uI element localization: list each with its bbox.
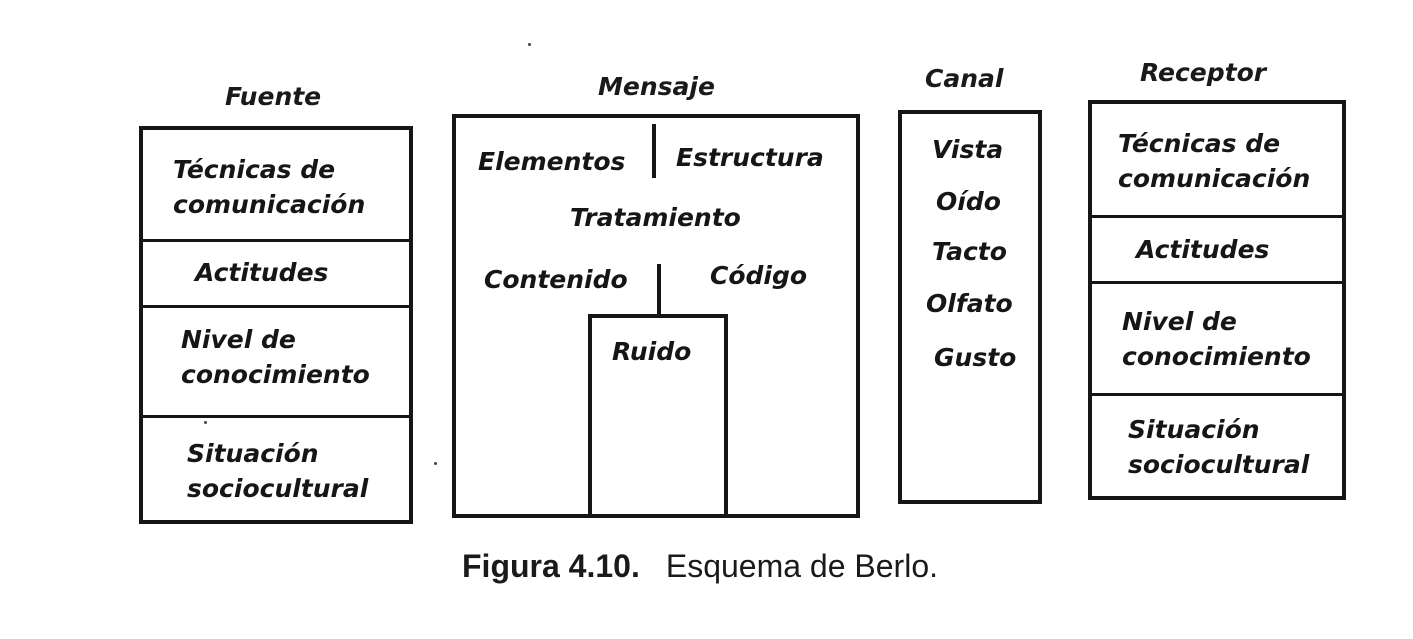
receptor-tecnicas-line2: comunicación: [1118, 164, 1311, 193]
fuente-cell-situacion: Situación sociocultural: [143, 418, 409, 524]
receptor-nivel-line1: Nivel de: [1122, 307, 1237, 336]
mensaje-box: Elementos Estructura Tratamiento Conteni…: [452, 114, 860, 518]
fuente-tecnicas-line1: Técnicas de: [173, 155, 336, 184]
mensaje-contenido: Contenido: [484, 265, 628, 294]
ruido-box: Ruido: [588, 314, 728, 518]
mensaje-title: Mensaje: [598, 72, 715, 101]
fuente-nivel-line1: Nivel de: [181, 325, 296, 354]
canal-title: Canal: [925, 64, 1004, 93]
receptor-actitudes-text: Actitudes: [1136, 235, 1270, 264]
figure-caption: Figura 4.10. Esquema de Berlo.: [462, 548, 938, 585]
receptor-cell-nivel: Nivel de conocimiento: [1092, 284, 1342, 396]
canal-item-gusto: Gusto: [934, 343, 1017, 372]
mensaje-estructura: Estructura: [676, 143, 824, 172]
mensaje-codigo: Código: [710, 261, 808, 290]
fuente-cell-nivel: Nivel de conocimiento: [143, 308, 409, 418]
mensaje-tratamiento: Tratamiento: [570, 203, 741, 232]
contenido-codigo-divider: [657, 264, 661, 316]
receptor-cell-situacion: Situación sociocultural: [1092, 396, 1342, 500]
canal-item-oido: Oído: [936, 187, 1001, 216]
fuente-cell-actitudes: Actitudes: [143, 242, 409, 308]
fuente-cell-tecnicas: Técnicas de comunicación: [143, 130, 409, 242]
receptor-nivel-line2: conocimiento: [1122, 342, 1311, 371]
fuente-actitudes-text: Actitudes: [195, 258, 329, 287]
caption-text: Esquema de Berlo.: [665, 548, 938, 584]
receptor-cell-tecnicas: Técnicas de comunicación: [1092, 104, 1342, 218]
scan-speck: [528, 43, 531, 46]
fuente-situacion-line1: Situación: [187, 439, 319, 468]
scan-speck: [434, 462, 437, 465]
canal-item-vista: Vista: [932, 135, 1004, 164]
elementos-estructura-divider: [652, 124, 656, 178]
receptor-title: Receptor: [1140, 58, 1267, 87]
receptor-tecnicas-line1: Técnicas de: [1118, 129, 1281, 158]
receptor-box: Técnicas de comunicación Actitudes Nivel…: [1088, 100, 1346, 500]
mensaje-elementos: Elementos: [478, 147, 626, 176]
caption-label: Figura 4.10.: [462, 548, 640, 584]
canal-box: Vista Oído Tacto Olfato Gusto: [898, 110, 1042, 504]
receptor-situacion-line1: Situación: [1128, 415, 1260, 444]
fuente-situacion-line2: sociocultural: [187, 474, 369, 503]
scan-speck: [204, 421, 207, 424]
canal-item-tacto: Tacto: [932, 237, 1007, 266]
mensaje-ruido: Ruido: [612, 337, 692, 366]
fuente-tecnicas-line2: comunicación: [173, 190, 366, 219]
fuente-box: Técnicas de comunicación Actitudes Nivel…: [139, 126, 413, 524]
canal-item-olfato: Olfato: [926, 289, 1013, 318]
receptor-cell-actitudes: Actitudes: [1092, 218, 1342, 284]
receptor-situacion-line2: sociocultural: [1128, 450, 1310, 479]
fuente-nivel-line2: conocimiento: [181, 360, 370, 389]
fuente-title: Fuente: [225, 82, 322, 111]
